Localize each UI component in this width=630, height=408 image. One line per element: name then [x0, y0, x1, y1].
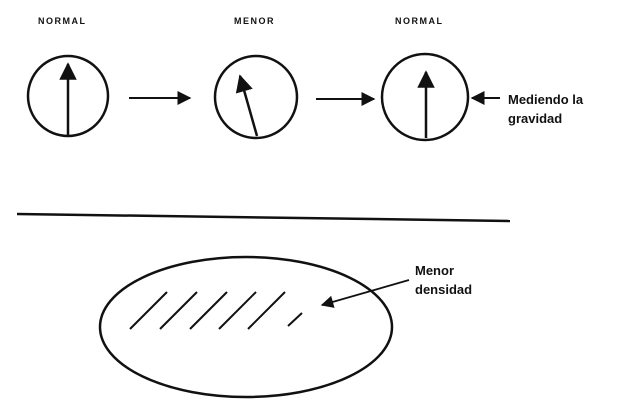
hatch-line: [159, 291, 198, 330]
hatch-line: [218, 291, 257, 330]
hatch-lines: [129, 291, 303, 330]
top-label-normal-2: NORMAL: [395, 16, 444, 26]
density-callout-line-2: densidad: [415, 282, 473, 297]
hatch-line: [287, 312, 303, 327]
hatch-line: [129, 291, 168, 330]
density-callout-line-1: Menor: [415, 263, 454, 278]
gauge-menor: [213, 54, 299, 140]
gauge-normal-1: [26, 54, 110, 138]
top-label-normal-1: NORMAL: [38, 16, 87, 26]
gauge-needle: [235, 74, 259, 137]
hatch-line: [189, 291, 228, 330]
top-label-menor: MENOR: [234, 16, 275, 26]
gauge-dial: [213, 54, 299, 140]
hatch-line: [247, 291, 286, 330]
gauge-normal-2: [380, 52, 470, 142]
gauge-dial: [380, 52, 470, 142]
gravity-callout-line-1: Mediendo la: [508, 92, 584, 107]
gravity-callout-line-2: gravidad: [508, 111, 563, 126]
density-pointer-arrow: [320, 279, 410, 308]
density-body-ellipse: [98, 255, 394, 399]
ground-divider: [16, 212, 511, 223]
